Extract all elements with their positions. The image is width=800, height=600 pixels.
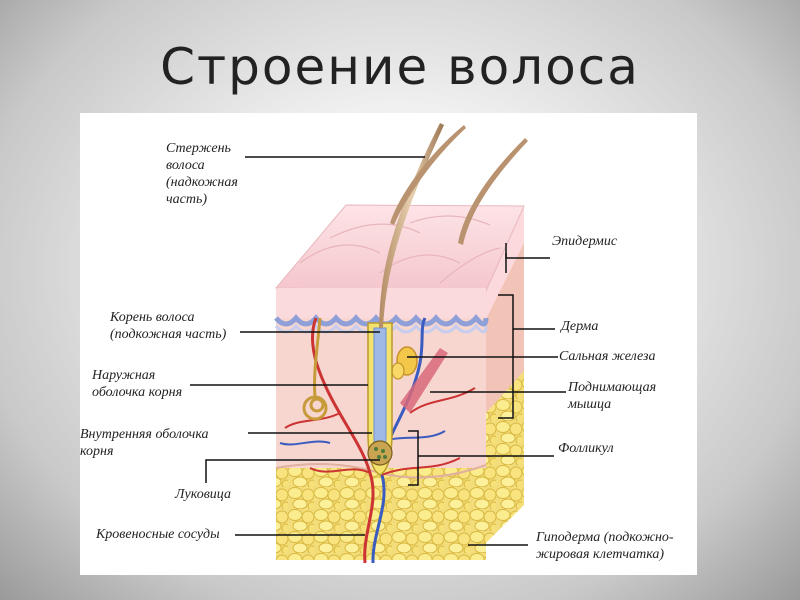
- label-blood-vessels: Кровеносные сосуды: [96, 527, 220, 542]
- blood-vessels: [279, 317, 476, 564]
- label-epidermis: Эпидермис: [552, 234, 618, 249]
- arrector-muscle: [400, 348, 448, 413]
- label-dermis: Дерма: [561, 319, 599, 334]
- label-inner-root-sheath: Внутренняя оболочка корня: [80, 427, 209, 459]
- label-follicle: Фолликул: [558, 441, 614, 456]
- slide-title: Строение волоса: [160, 38, 640, 96]
- leader-epidermis: [505, 243, 550, 259]
- label-hypodermis: Гиподерма (подкожно- жировая клетчатка): [536, 530, 674, 562]
- label-outer-root-sheath: Наружная оболочка корня: [92, 368, 183, 400]
- leader-lines: [190, 156, 566, 546]
- label-hair-shaft: Стержень волоса (надкожная часть): [166, 141, 238, 207]
- leader-bulb: [205, 459, 380, 483]
- hair-follicle: [367, 322, 393, 476]
- diagram-panel: Стержень волоса (надкожная часть) Корень…: [80, 113, 697, 575]
- label-hair-root: Корень волоса (подкожная часть): [110, 310, 227, 342]
- label-arrector-muscle: Поднимающая мышца: [568, 380, 657, 412]
- label-sebaceous-gland: Сальная железа: [559, 349, 656, 364]
- label-bulb: Луковица: [175, 487, 231, 502]
- skin-hair-illustration: [190, 123, 566, 564]
- follicle-bracket: [408, 430, 419, 486]
- sebaceous-gland: [391, 346, 418, 380]
- hair-shafts: [379, 123, 528, 328]
